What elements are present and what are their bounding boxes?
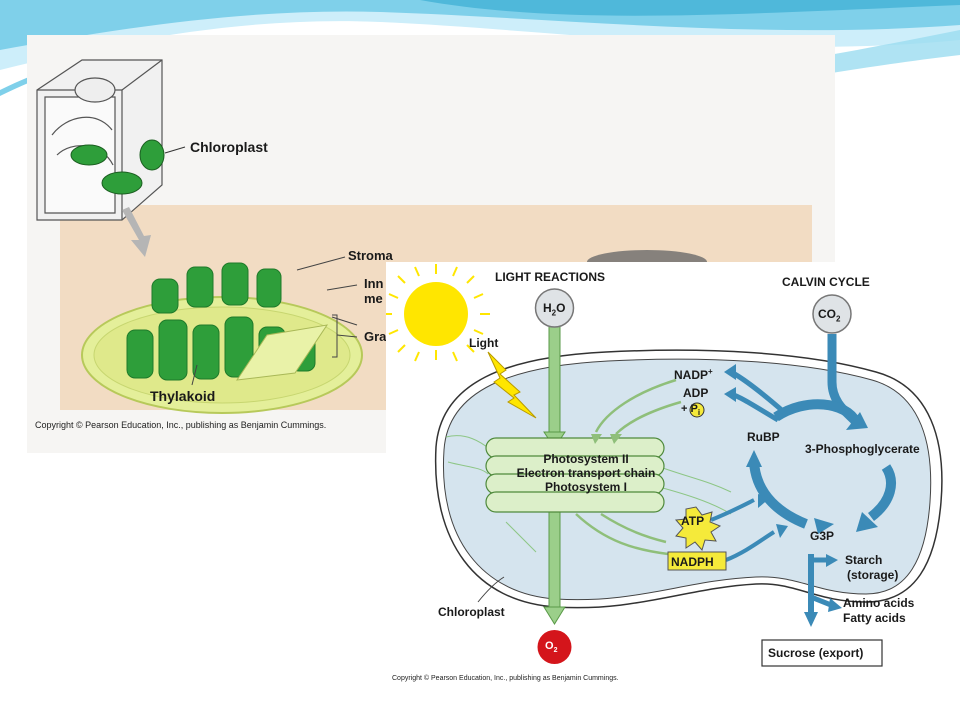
cycle-copyright: Copyright © Pearson Education, Inc., pub… — [392, 675, 619, 682]
3-phosphoglycerate-label: 3-Phosphoglycerate — [805, 442, 920, 456]
g3p-label: G3P — [810, 529, 835, 543]
starch-storage-label: (storage) — [847, 568, 899, 582]
starch-label: Starch — [845, 553, 883, 567]
photosystem-i-label: Photosystem I — [544, 480, 628, 494]
chloroplast-label: Chloroplast — [190, 139, 268, 155]
pi-label: + Pi — [681, 403, 701, 418]
inner-membrane-label-2: me — [364, 291, 383, 306]
nadph-label: NADPH — [671, 555, 714, 569]
stroma-label: Stroma — [348, 248, 393, 263]
water-label: H2O — [543, 301, 566, 318]
cycle-diagram — [386, 264, 943, 667]
granum-label: Gra — [364, 329, 387, 344]
o2-label: O2 — [545, 640, 558, 655]
fatty-acids-label: Fatty acids — [843, 611, 906, 625]
rubp-label: RuBP — [747, 430, 780, 444]
nadp-plus-label: NADP+ — [674, 367, 713, 382]
co2-label: CO2 — [818, 307, 841, 324]
sun-icon — [386, 264, 490, 362]
cell-illustration — [36, 59, 707, 414]
atp-label: ATP — [681, 514, 705, 528]
sucrose-label: Sucrose (export) — [768, 646, 864, 660]
inner-membrane-label-1: Inn — [364, 276, 384, 291]
electron-transport-label: Electron transport chain — [516, 466, 656, 480]
light-reactions-heading: LIGHT REACTIONS — [495, 270, 605, 284]
cell-copyright: Copyright © Pearson Education, Inc., pub… — [35, 420, 327, 430]
calvin-cycle-heading: CALVIN CYCLE — [782, 275, 870, 289]
adp-label: ADP — [683, 386, 709, 400]
chloroplast-outline-label: Chloroplast — [438, 605, 505, 619]
photosystem-ii-label: Photosystem II — [543, 452, 629, 466]
amino-acids-label: Amino acids — [843, 596, 915, 610]
slide-header-swoosh — [0, 0, 960, 96]
thylakoid-label: Thylakoid — [150, 388, 216, 404]
light-label: Light — [469, 336, 499, 350]
